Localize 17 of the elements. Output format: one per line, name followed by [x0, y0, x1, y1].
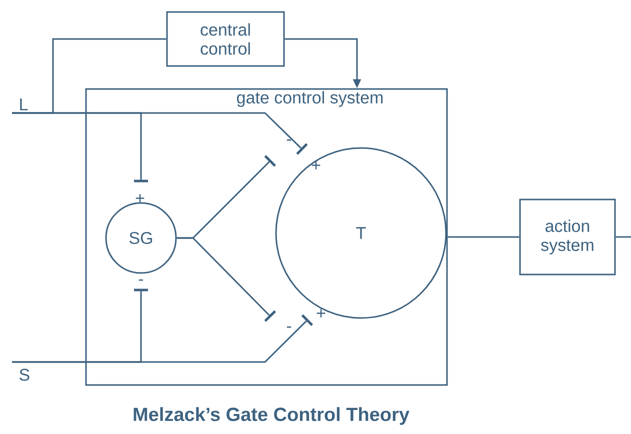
- sign-label: -: [286, 326, 292, 328]
- process-box: central control: [166, 11, 285, 67]
- sign-label: -: [286, 139, 292, 141]
- connector-line: [448, 236, 520, 238]
- inhibition-line: [176, 237, 276, 322]
- line-label: L: [20, 98, 28, 110]
- inhibition-line: [12, 112, 148, 182]
- process-box: action system: [519, 198, 616, 276]
- line-label: S: [20, 368, 30, 381]
- caption: Melzack’s Gate Control Theory: [134, 407, 410, 425]
- sign-label: +: [312, 161, 320, 170]
- sign-label: -: [138, 279, 144, 281]
- sign-label: +: [136, 194, 144, 202]
- inhibition-line: [12, 314, 313, 363]
- circle-node: SG: [105, 202, 177, 274]
- sign-label: +: [316, 309, 326, 318]
- connector-line: [616, 236, 631, 238]
